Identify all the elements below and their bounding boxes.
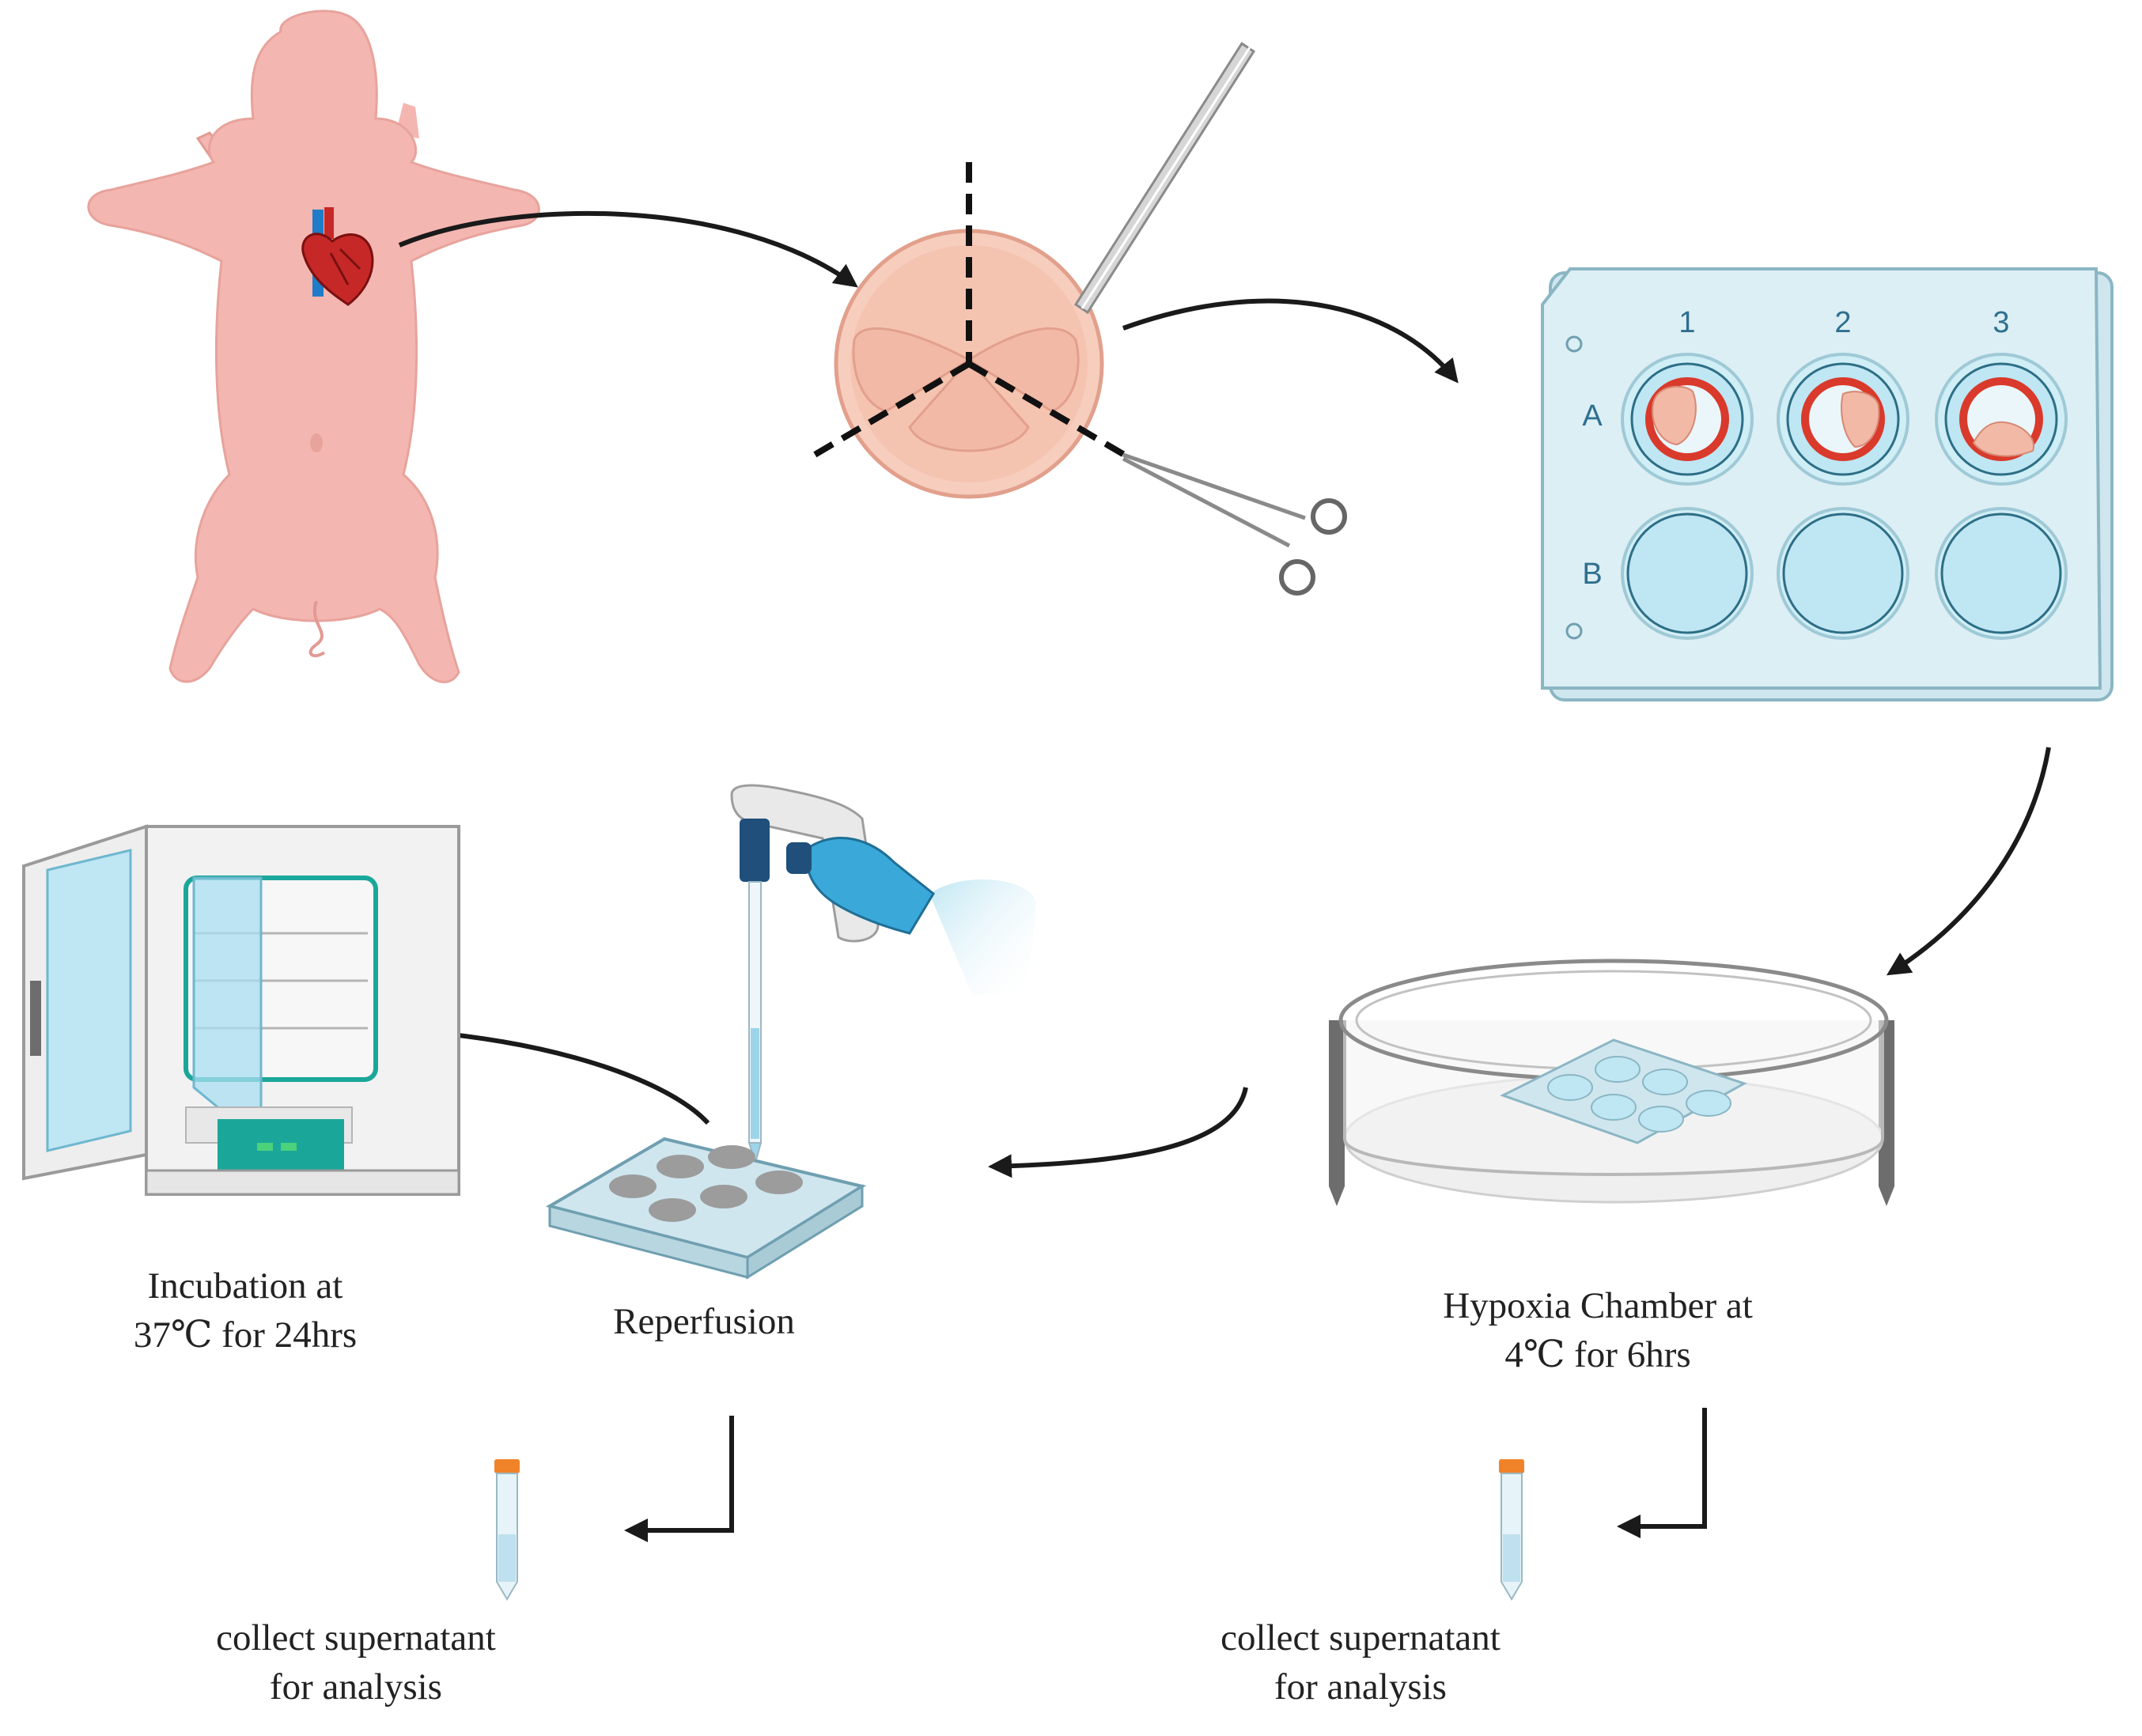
hypoxia-label-line: 4℃ for 6hrs (1504, 1334, 1691, 1375)
hypoxia-chamber-icon (1329, 959, 1894, 1206)
reperfusion-label: Reperfusion (613, 1301, 795, 1342)
plate-row-label: B (1582, 558, 1602, 591)
well-plate-icon (1500, 1038, 1747, 1144)
hypoxia-label-line: Hypoxia Chamber at (1443, 1285, 1753, 1326)
plate-row-label: A (1582, 399, 1603, 433)
incubation-label-line: Incubation at (147, 1265, 343, 1307)
plate-column-label: 1 (1678, 306, 1695, 339)
arrow-reperfusion-to-tube (624, 1416, 734, 1542)
tube-icon (494, 1459, 520, 1601)
arrow-valve-to-plate (1122, 298, 1459, 384)
arrow-chamber-to-reperfusion (988, 1087, 1248, 1178)
tube-icon (1499, 1459, 1524, 1601)
collect-left-label-line: for analysis (270, 1666, 442, 1708)
forceps-icon (1073, 41, 1256, 315)
collect-left-label-line: collect supernatant (216, 1617, 496, 1658)
collect-right-label: collect supernatant for analysis (1171, 1613, 1550, 1711)
pipette-controller-icon (730, 784, 1036, 1166)
plate-column-label: 2 (1834, 306, 1851, 339)
collect-right-label-line: for analysis (1274, 1666, 1447, 1708)
hypoxia-label: Hypoxia Chamber at 4℃ for 6hrs (1361, 1281, 1835, 1379)
well-plate-icon: 1 2 3 A B (1541, 267, 2114, 702)
pig-icon (87, 9, 540, 683)
incubation-label-line: 37℃ for 24hrs (133, 1314, 358, 1356)
plate-column-label: 3 (1993, 306, 2009, 339)
heart-icon (301, 207, 374, 306)
incubator-icon (22, 824, 460, 1196)
arrow-pig-to-valve (398, 210, 858, 288)
well-plate-icon (545, 1137, 867, 1280)
arrow-chamber-to-tube (1617, 1408, 1707, 1538)
collect-right-label-line: collect supernatant (1220, 1617, 1501, 1658)
incubation-label: Incubation at 37℃ for 24hrs (87, 1261, 403, 1360)
aortic-valve-icon (812, 162, 1133, 499)
scissors-icon (1122, 452, 1347, 596)
arrow-plate-to-chamber (1886, 747, 2051, 976)
collect-left-label: collect supernatant for analysis (166, 1613, 546, 1711)
